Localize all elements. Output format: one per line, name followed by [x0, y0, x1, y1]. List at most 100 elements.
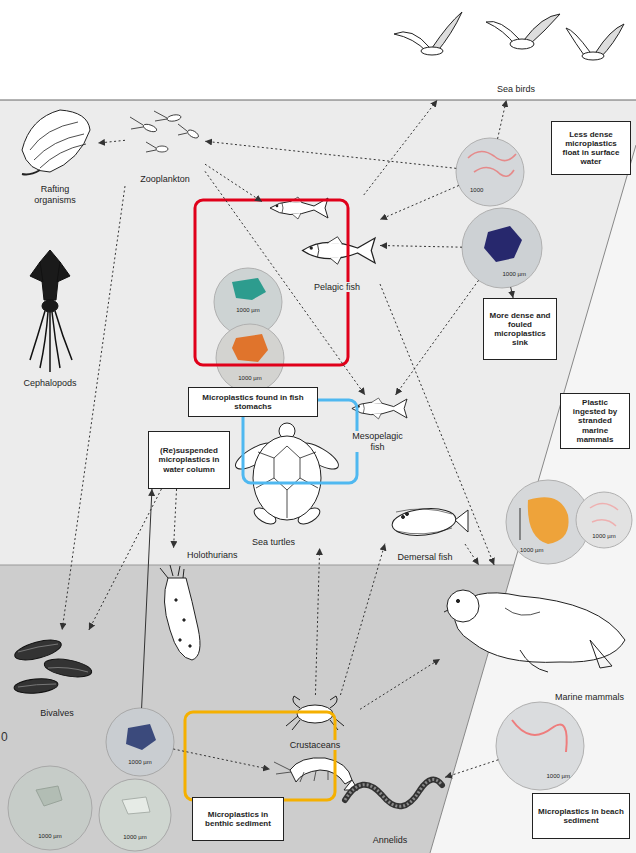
scale-label: 1000 µm — [123, 834, 146, 841]
cephalopod-figure — [40, 250, 60, 300]
micrograph-photo — [462, 208, 542, 288]
callout-box: (Re)suspended microplastics in water col… — [148, 431, 230, 489]
organism-figure: Marine mammals — [440, 565, 630, 705]
holothurian-figure — [160, 565, 184, 578]
micrograph-circle: 1000 µm — [214, 268, 282, 336]
food-web-arrow — [142, 489, 152, 708]
micrograph-photo — [216, 324, 284, 392]
marine-mammal-figure — [447, 590, 479, 622]
cephalopod-figure — [30, 262, 70, 282]
micrograph-circle: 1000 µm — [576, 492, 632, 548]
organism-label: Mesopelagic fish — [345, 431, 411, 452]
callout-box: Less dense microplastics float in surfac… — [551, 121, 631, 175]
food-web-arrow — [173, 749, 270, 769]
micrograph-photo — [122, 797, 150, 814]
demersal-fish-figure — [391, 506, 468, 539]
zooplankton-figure — [146, 142, 156, 152]
micrograph-circle: 1000 µm — [8, 766, 92, 850]
organism-label: Sea turtles — [250, 537, 297, 547]
habitat-bands — [0, 0, 636, 100]
bivalve-figure — [13, 636, 93, 695]
micrograph-photo — [36, 786, 62, 806]
organism-label: Cephalopods — [21, 378, 78, 388]
rafting-organism-figure — [30, 122, 86, 168]
organism-figure: Zooplankton — [125, 105, 205, 187]
demersal-fish-figure — [391, 506, 457, 539]
micrograph-photo — [8, 766, 92, 850]
organism-label: Holothurians — [185, 550, 240, 560]
scale-label: 1000 µm — [520, 547, 543, 554]
annelid-figure — [345, 780, 442, 807]
micrograph-photo — [496, 702, 584, 790]
organism-figure: Cephalopods — [15, 245, 85, 390]
habitat-bands — [0, 100, 636, 853]
scale-label: 1000 — [470, 187, 483, 194]
food-web-arrow — [62, 186, 125, 630]
crustacean-figure — [274, 762, 328, 782]
organism-label: Crustaceans — [288, 740, 343, 750]
micrograph-photo — [8, 138, 632, 851]
stray-numeral: 0 — [1, 730, 8, 744]
micrograph-photo — [106, 708, 174, 776]
micrograph-photo — [232, 278, 266, 300]
pelagic-fish-figure — [270, 197, 375, 264]
scale-label: 1000 µm — [236, 307, 259, 314]
sea-bird-figure — [421, 47, 443, 55]
scale-label: 1000 µm — [38, 833, 61, 840]
zooplankton-figure — [178, 124, 187, 135]
habitat-bands — [0, 565, 514, 853]
food-web-arrow — [340, 544, 385, 695]
sea-bird-figure — [582, 52, 604, 60]
micrograph-photo — [590, 503, 618, 526]
micrograph-circle: 1000 µm — [99, 779, 171, 851]
micrograph-photo — [528, 497, 569, 544]
habitat-bands — [0, 565, 514, 566]
food-web-arrow — [380, 245, 462, 247]
annelid-figure — [345, 780, 442, 807]
micrograph-circle: 1000 µm — [106, 708, 174, 776]
organism-label: Pelagic fish — [312, 282, 362, 292]
scale-label: 1000 µm — [592, 533, 615, 540]
sea-bird-figure — [510, 39, 534, 49]
callout-box: Microplastics found in fish stomachs — [188, 387, 318, 417]
organism-label: Rafting organisms — [21, 184, 89, 205]
callout-text: Microplastics in benthic sediment — [197, 810, 279, 828]
food-web-arrow — [396, 280, 479, 395]
organism-label: Zooplankton — [138, 174, 192, 184]
micrograph-photo — [232, 334, 268, 362]
crustacean-figure — [297, 705, 333, 723]
cephalopod-figure — [30, 250, 72, 372]
micrograph-circle: 1000 µm — [506, 480, 590, 564]
zooplankton-figure — [186, 128, 199, 139]
callout-text: Microplastics found in fish stomachs — [193, 393, 313, 411]
organism-figure: Pelagic fish — [262, 195, 380, 295]
holothurian-figure — [183, 619, 185, 621]
zooplankton-figure — [167, 114, 182, 122]
callout-text: (Re)suspended microplastics in water col… — [153, 446, 225, 474]
micrograph-photo — [576, 492, 632, 548]
micrograph-photo — [512, 720, 567, 752]
micrograph-circle: 1000 µm — [462, 208, 542, 288]
organism-label: Annelids — [371, 835, 410, 845]
micrograph-photo — [520, 508, 521, 540]
callout-text: Microplastics in beach sediment — [537, 807, 625, 825]
callout-text: More dense and fouled microplastics sink — [488, 311, 552, 348]
organism-figure: Sea turtles — [240, 420, 335, 548]
micrograph-circle: 1000 — [456, 138, 524, 206]
organism-figure: Demersal fish — [385, 495, 465, 565]
cephalopod-figure — [42, 300, 58, 312]
holothurian-figure — [175, 599, 177, 601]
callout-box: Microplastics in benthic sediment — [192, 797, 284, 841]
food-web-arrow — [98, 140, 125, 143]
cephalopod-figure — [30, 311, 72, 372]
food-web-arrow — [380, 284, 494, 565]
zooplankton-figure — [142, 123, 157, 133]
connector-group — [62, 100, 513, 777]
holothurian-figure — [189, 645, 191, 647]
callout-box: Microplastics in beach sediment — [532, 793, 630, 839]
organism-label: Demersal fish — [395, 552, 454, 562]
callout-text: Less dense microplastics float in surfac… — [556, 130, 626, 167]
crustacean-figure — [290, 758, 352, 784]
